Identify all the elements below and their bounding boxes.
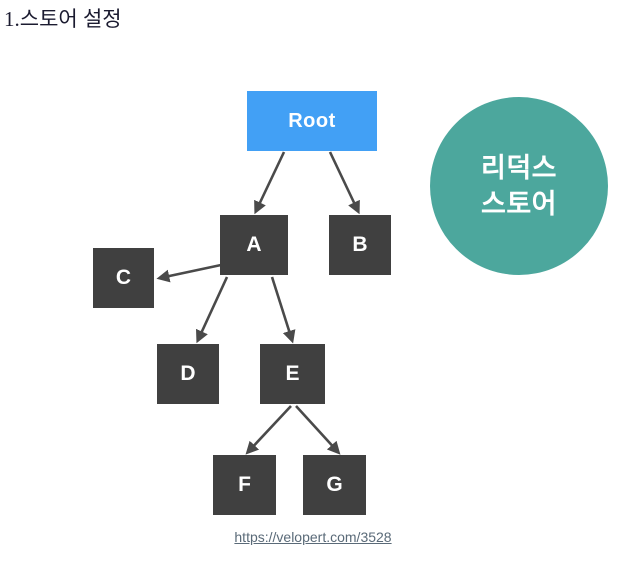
node-d-label: D [180, 362, 196, 385]
node-d[interactable]: D [157, 344, 219, 404]
store-badge-line2: 스토어 [480, 189, 558, 219]
source-link[interactable]: https://velopert.com/3528 [234, 529, 392, 545]
node-e[interactable]: E [260, 344, 325, 404]
edge-a-to-e [270, 276, 296, 344]
node-g-label: G [326, 473, 343, 496]
node-c[interactable]: C [93, 248, 154, 308]
node-f[interactable]: F [213, 455, 276, 515]
redux-store-badge[interactable]: 리덕스 스토어 [430, 97, 608, 275]
page-title: 1.스토어 설정 [4, 7, 122, 31]
node-f-label: F [238, 473, 251, 496]
node-root[interactable]: Root [247, 91, 377, 151]
edge-root-to-b [328, 151, 360, 215]
node-b-label: B [352, 233, 368, 256]
edge-e-to-g [295, 405, 341, 455]
edge-e-to-f [245, 405, 292, 455]
node-e-label: E [285, 362, 300, 385]
node-c-label: C [115, 266, 132, 289]
node-root-label: Root [288, 109, 336, 132]
edge-root-to-a [254, 151, 286, 215]
node-g[interactable]: G [303, 455, 366, 515]
edge-a-to-d [196, 276, 229, 344]
edge-a-to-c [156, 263, 222, 283]
node-a-label: A [246, 233, 262, 256]
node-b[interactable]: B [329, 215, 391, 275]
store-badge-line1: 리덕스 [480, 153, 558, 183]
node-a[interactable]: A [220, 215, 288, 275]
